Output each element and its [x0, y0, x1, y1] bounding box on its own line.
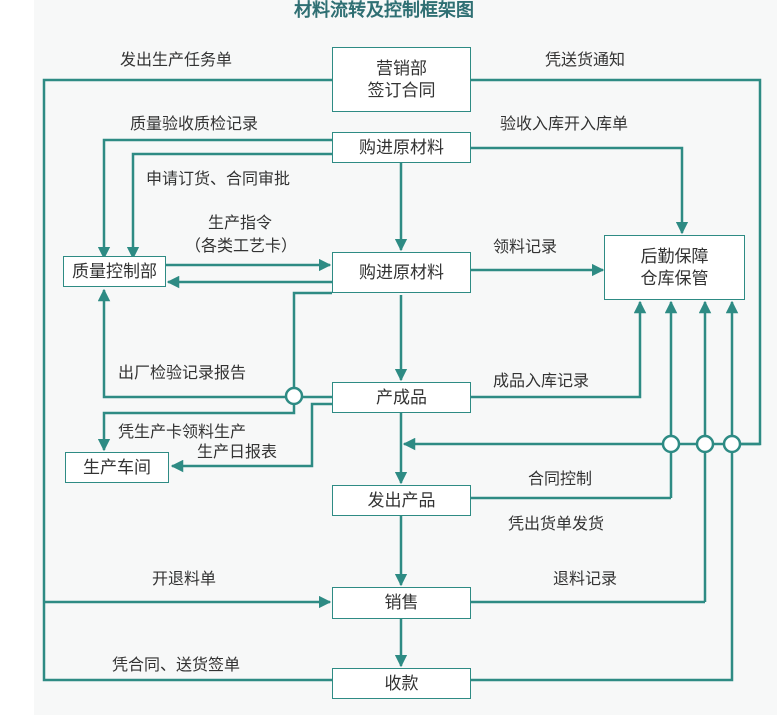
- label-card-material: 凭生产卡领料生产: [118, 422, 247, 441]
- node-marketing-line1: 营销部: [376, 58, 427, 79]
- node-purchase-mid: 购进原材料: [332, 252, 471, 293]
- label-ship-by-bill: 凭出货单发货: [508, 514, 605, 533]
- label-delivery-notice: 凭送货通知: [545, 50, 626, 69]
- label-apply-order: 申请订货、合同审批: [146, 169, 291, 188]
- node-product: 产成品: [332, 382, 471, 413]
- arrow-receipt-record: [471, 146, 689, 235]
- node-logistics-line1: 后勤保障: [640, 246, 709, 267]
- line-payment-right: [471, 444, 734, 682]
- arrow-product-in: [471, 300, 647, 399]
- junction-left: [284, 386, 304, 406]
- arrow-daily-report: [170, 402, 332, 473]
- node-ship: 发出产品: [332, 485, 471, 516]
- label-return-bill: 开退料单: [152, 569, 217, 588]
- label-quality-record: 质量验收质检记录: [130, 114, 259, 133]
- label-contract-ctrl: 合同控制: [528, 469, 593, 488]
- label-return-record: 退料记录: [553, 569, 618, 588]
- label-daily-report: 生产日报表: [197, 442, 278, 461]
- node-payment: 收款: [332, 668, 471, 699]
- diagram-title: 材料流转及控制框架图: [294, 0, 474, 21]
- label-issue-order: 发出生产任务单: [120, 50, 233, 69]
- junction-right-1: [661, 434, 681, 454]
- label-prod-instruction: 生产指令: [208, 213, 273, 232]
- line-issue-order-loop: [42, 78, 332, 682]
- junction-right-3: [722, 434, 742, 454]
- node-purchase-top: 购进原材料: [332, 132, 471, 163]
- node-logistics-line2: 仓库保管: [640, 268, 709, 289]
- node-marketing-line2: 签订合同: [367, 80, 436, 101]
- label-prod-instruction-detail: （各类工艺卡）: [185, 236, 298, 255]
- node-sales: 销售: [332, 587, 471, 619]
- arrow-factory-inspect: [97, 288, 332, 399]
- arrow-mid-to-workshop: [97, 291, 332, 452]
- node-quality-control: 质量控制部: [63, 256, 166, 287]
- arrow-quality-record: [97, 138, 332, 260]
- label-product-in: 成品入库记录: [493, 371, 590, 390]
- node-marketing: 营销部 签订合同: [332, 47, 471, 112]
- label-factory-inspect: 出厂检验记录报告: [118, 363, 247, 382]
- label-contract-sign: 凭合同、送货签单: [112, 655, 241, 674]
- label-material-record: 领料记录: [493, 237, 558, 256]
- node-logistics: 后勤保障 仓库保管: [604, 235, 745, 300]
- arrow-apply-order: [126, 152, 332, 260]
- node-workshop: 生产车间: [65, 452, 169, 483]
- junction-right-2: [695, 434, 715, 454]
- label-receipt-record: 验收入库开入库单: [500, 114, 629, 133]
